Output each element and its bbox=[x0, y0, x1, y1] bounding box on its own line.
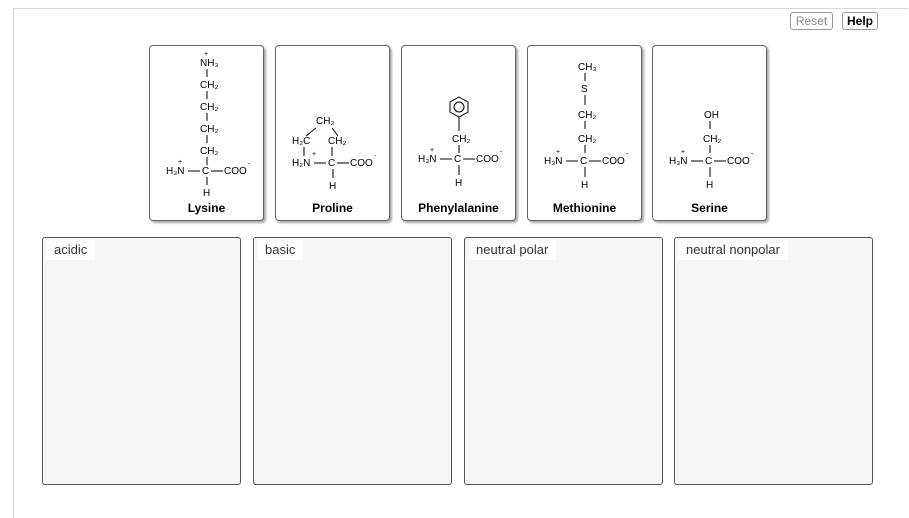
svg-text:-: - bbox=[500, 149, 503, 156]
reset-button[interactable]: Reset bbox=[790, 12, 833, 30]
svg-text:+: + bbox=[204, 51, 208, 58]
card-name: Phenylalanine bbox=[418, 201, 499, 215]
svg-text:H₃N: H₃N bbox=[166, 166, 185, 177]
svg-text:COO: COO bbox=[727, 156, 750, 167]
card-serine[interactable]: OH CH₂ + H₃N C COO - H Serine bbox=[652, 45, 767, 221]
bin-neutral-nonpolar[interactable]: neutral nonpolar bbox=[674, 237, 873, 485]
svg-text:CH₂: CH₂ bbox=[703, 134, 721, 145]
activity-frame bbox=[13, 8, 908, 518]
card-methionine[interactable]: CH₃ S CH₂ CH₂ + H₃N C COO - H Methionine bbox=[527, 45, 642, 221]
card-phenylalanine[interactable]: CH₂ + H₃N C COO - H Phenylalanine bbox=[401, 45, 516, 221]
card-name: Serine bbox=[691, 201, 728, 215]
bin-basic[interactable]: basic bbox=[253, 237, 452, 485]
svg-text:H: H bbox=[706, 180, 713, 191]
svg-text:OH: OH bbox=[704, 110, 719, 121]
svg-text:+: + bbox=[556, 149, 560, 156]
svg-text:CH₂: CH₂ bbox=[200, 102, 218, 113]
card-lysine[interactable]: + NH₃ CH₂ CH₂ CH₂ CH₂ + H₃N C COO - H Ly… bbox=[149, 45, 264, 221]
svg-text:-: - bbox=[374, 153, 377, 160]
proline-structure: CH₂ H₂C CH₂ + H₂N C COO - H bbox=[292, 116, 377, 192]
svg-text:H₃N: H₃N bbox=[669, 156, 688, 167]
svg-text:+: + bbox=[178, 159, 182, 166]
card-name: Lysine bbox=[187, 201, 226, 215]
svg-text:CH₂: CH₂ bbox=[578, 110, 596, 121]
svg-text:CH₂: CH₂ bbox=[578, 134, 596, 145]
svg-text:CH₂: CH₂ bbox=[328, 136, 346, 147]
svg-text:+: + bbox=[430, 147, 434, 154]
bin-label: neutral nonpolar bbox=[679, 240, 788, 260]
bin-acidic[interactable]: acidic bbox=[42, 237, 241, 485]
svg-text:-: - bbox=[248, 161, 251, 168]
svg-text:CH₂: CH₂ bbox=[200, 80, 218, 91]
serine-structure: OH CH₂ + H₃N C COO - H bbox=[669, 110, 754, 191]
svg-text:+: + bbox=[681, 149, 685, 156]
svg-text:COO: COO bbox=[224, 166, 247, 177]
svg-text:C: C bbox=[580, 156, 587, 167]
svg-text:+: + bbox=[312, 151, 316, 158]
svg-text:COO: COO bbox=[476, 154, 499, 165]
lysine-structure: + NH₃ CH₂ CH₂ CH₂ CH₂ + H₃N C COO - H bbox=[166, 51, 251, 199]
svg-text:H₂C: H₂C bbox=[292, 136, 310, 147]
svg-text:H₂N: H₂N bbox=[292, 158, 310, 169]
svg-text:CH₃: CH₃ bbox=[578, 62, 597, 73]
svg-text:NH₃: NH₃ bbox=[200, 58, 219, 69]
svg-text:H: H bbox=[455, 178, 462, 189]
svg-text:H₃N: H₃N bbox=[418, 154, 437, 165]
bin-label: acidic bbox=[47, 240, 96, 260]
svg-text:-: - bbox=[751, 151, 754, 158]
svg-text:H: H bbox=[329, 181, 336, 192]
benzene-ring-icon bbox=[449, 96, 469, 118]
svg-text:H: H bbox=[581, 180, 588, 191]
card-name: Proline bbox=[312, 201, 353, 215]
svg-text:H₃N: H₃N bbox=[544, 156, 563, 167]
bin-neutral-polar[interactable]: neutral polar bbox=[464, 237, 663, 485]
card-proline[interactable]: CH₂ H₂C CH₂ + H₂N C COO - H Proline bbox=[275, 45, 390, 221]
svg-text:H: H bbox=[203, 188, 210, 199]
svg-text:COO: COO bbox=[350, 158, 373, 169]
help-button[interactable]: Help bbox=[842, 12, 878, 30]
svg-text:COO: COO bbox=[602, 156, 625, 167]
bin-label: neutral polar bbox=[469, 240, 557, 260]
svg-text:C: C bbox=[705, 156, 712, 167]
svg-text:-: - bbox=[626, 151, 629, 158]
svg-text:C: C bbox=[328, 158, 335, 169]
methionine-structure: CH₃ S CH₂ CH₂ + H₃N C COO - H bbox=[544, 62, 629, 191]
svg-text:C: C bbox=[454, 154, 461, 165]
svg-text:CH₂: CH₂ bbox=[452, 134, 470, 145]
svg-text:CH₂: CH₂ bbox=[200, 124, 218, 135]
svg-text:C: C bbox=[202, 166, 209, 177]
svg-text:CH₂: CH₂ bbox=[200, 146, 218, 157]
phenylalanine-structure: CH₂ + H₃N C COO - H bbox=[418, 96, 503, 189]
svg-text:CH₂: CH₂ bbox=[316, 116, 334, 127]
card-name: Methionine bbox=[552, 201, 617, 215]
svg-text:S: S bbox=[581, 84, 588, 95]
bin-label: basic bbox=[258, 240, 304, 260]
